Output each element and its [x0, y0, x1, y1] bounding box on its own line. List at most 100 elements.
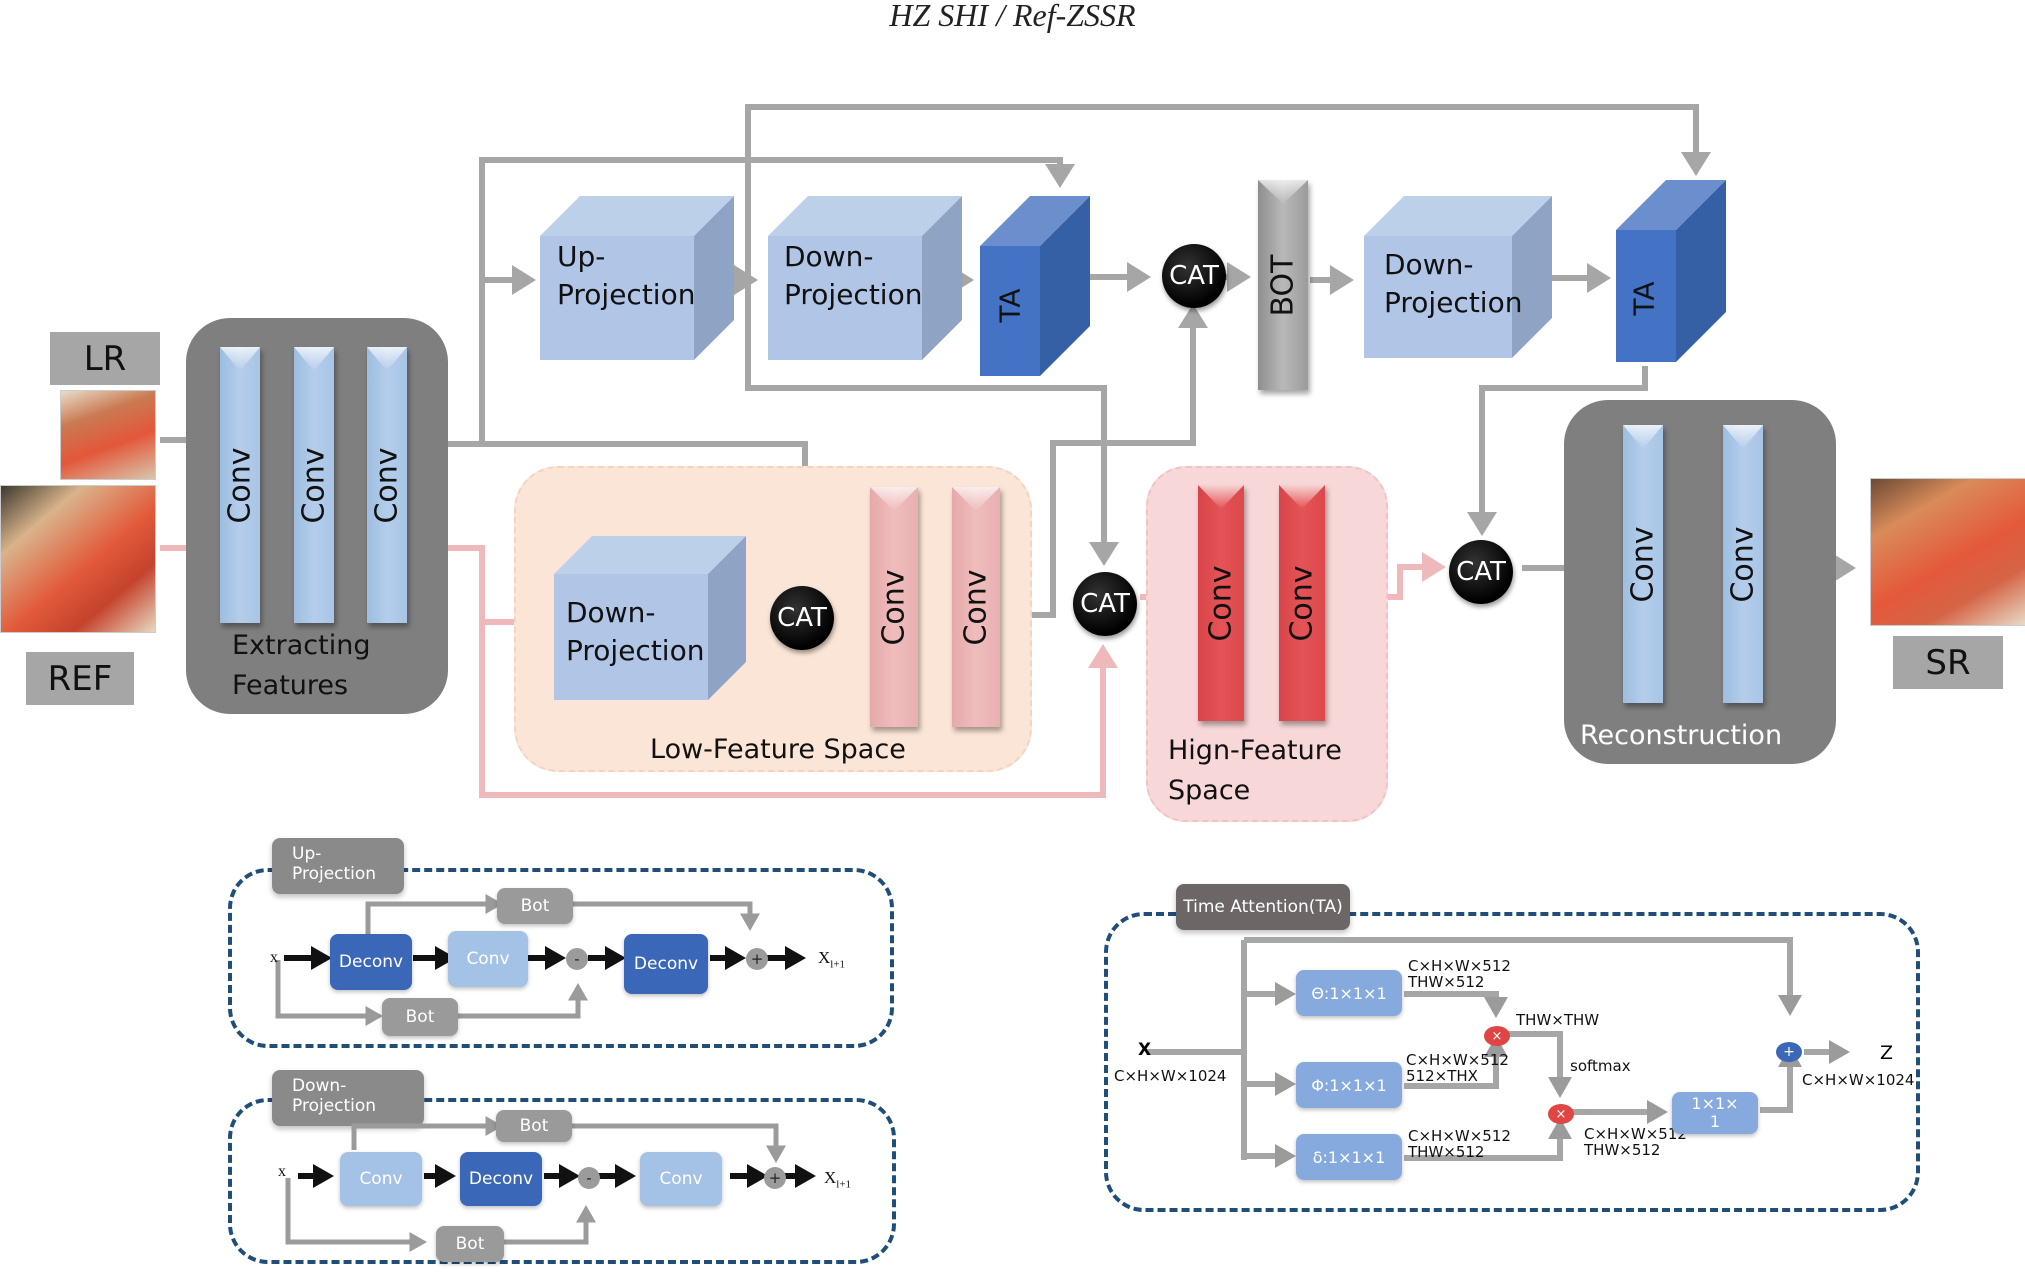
output-symbol: X	[818, 948, 831, 967]
conv-label: Conv	[369, 446, 405, 524]
up-conv: Conv	[448, 931, 528, 987]
up-projection-label: Up- Projection	[557, 238, 695, 314]
time-attention-tag: Time Attention(TA)	[1176, 884, 1350, 930]
conv-label: Conv	[296, 446, 332, 524]
up-input-x: x	[270, 949, 278, 966]
ta-block-1	[980, 196, 1090, 376]
down-conv-1: Conv	[340, 1152, 422, 1206]
ta-mult-op-2: ×	[1548, 1104, 1574, 1124]
down-conv-2: Conv	[640, 1152, 722, 1206]
dim-line: C×H×W×512	[1406, 1051, 1509, 1069]
output-symbol: X	[824, 1168, 837, 1187]
conv-label: Conv	[1725, 525, 1761, 603]
ta-thw-label: THW×THW	[1516, 1011, 1600, 1029]
lr-image	[60, 390, 156, 480]
down-projection-cube-2	[1364, 196, 1552, 358]
wire-lowconv-up	[1010, 304, 1208, 618]
up-deconv-1: Deconv	[330, 934, 412, 990]
bot-label: BOT	[1265, 254, 1301, 316]
wire-skip-top	[745, 104, 1711, 280]
up-projection-cube	[540, 196, 734, 360]
ta-mult-op-1: ×	[1484, 1026, 1510, 1046]
low-down-projection-label: Down- Projection	[566, 594, 704, 670]
high-feature-space-title: Hign-Feature Space	[1168, 731, 1342, 811]
ta-softmax-label: softmax	[1570, 1057, 1631, 1075]
down-deconv: Deconv	[460, 1152, 542, 1206]
tag-line: Up-	[292, 844, 322, 864]
lr-label: LR	[50, 332, 160, 385]
extracting-features-label: Extracting Features	[232, 626, 370, 706]
ta-theta-dims: C×H×W×512 THW×512	[1408, 958, 1511, 990]
ref-label: REF	[26, 652, 134, 705]
down-projection-detail-panel	[228, 1098, 896, 1264]
dim-line: C×H×W×512	[1408, 957, 1511, 975]
high-conv-1: Conv	[1198, 485, 1244, 721]
recon-conv-2: Conv	[1723, 425, 1763, 703]
sr-image	[1870, 478, 2025, 626]
conv-label: Conv	[958, 568, 994, 646]
dim-line: 512×THX	[1406, 1067, 1478, 1085]
cat-top-node: CAT	[1162, 244, 1226, 308]
ta-2-label-wrap: TA	[1624, 278, 1664, 318]
ta-input-x: X	[1138, 1040, 1152, 1060]
conv-line: 1×1×	[1691, 1094, 1739, 1113]
down-projection-1-label: Down- Projection	[784, 238, 922, 314]
ref-image	[0, 485, 156, 633]
down-projection-2-label: Down- Projection	[1384, 246, 1522, 322]
down-minus-op: -	[578, 1167, 600, 1189]
up-projection-wires	[275, 894, 806, 1026]
wire-skip-mid	[745, 280, 1119, 566]
extract-conv-1: Conv	[220, 347, 260, 623]
up-bot-bottom: Bot	[382, 998, 458, 1036]
cat-middle-node: CAT	[1073, 572, 1137, 636]
up-deconv-2: Deconv	[624, 934, 708, 994]
ta-add-op: +	[1776, 1042, 1802, 1062]
cat-recon-node: CAT	[1449, 540, 1513, 604]
ta-phi-node: Φ:1×1×1	[1296, 1062, 1402, 1108]
label-line: Projection	[566, 634, 705, 667]
conv-label: Conv	[876, 568, 912, 646]
up-projection-tag: Up- Projection	[272, 838, 404, 894]
tag-line: Down-	[292, 1076, 347, 1096]
up-minus-op: -	[566, 948, 588, 970]
wire-ta2-cat	[1467, 366, 1648, 536]
label-line: Up-	[557, 240, 606, 273]
dim-line: C×H×W×512	[1584, 1125, 1687, 1143]
label-line: Extracting	[232, 630, 371, 661]
down-bot-top: Bot	[496, 1110, 572, 1142]
conv-label: Conv	[1625, 525, 1661, 603]
up-bot-top: Bot	[497, 888, 573, 924]
label-line: Down-	[784, 240, 874, 273]
label-line: Hign-Feature	[1168, 735, 1342, 766]
low-down-projection-cube	[554, 536, 746, 700]
label-line: Projection	[784, 278, 923, 311]
ta-output-z: Z	[1880, 1042, 1894, 1064]
time-attention-wires	[1146, 937, 1850, 1168]
tag-line: Projection	[292, 1096, 377, 1116]
wire-ef-pink-out	[410, 545, 1118, 798]
ta-theta-node: Θ:1×1×1	[1296, 970, 1402, 1016]
conv-label: Conv	[1203, 564, 1239, 642]
ta-block-2	[1616, 180, 1726, 362]
dim-line: THW×512	[1408, 1143, 1485, 1161]
ta-delta-dims: C×H×W×512 THW×512	[1408, 1128, 1511, 1160]
down-projection-cube-1	[768, 196, 962, 360]
up-output-x: Xl+1	[818, 948, 845, 972]
label-line: Down-	[566, 596, 656, 629]
label-line: Space	[1168, 775, 1251, 806]
recon-conv-1: Conv	[1623, 425, 1663, 703]
ta-mult-dims: C×H×W×512 THW×512	[1584, 1126, 1687, 1158]
ta-delta-node: δ:1×1×1	[1296, 1134, 1402, 1180]
conv-line: 1	[1709, 1112, 1721, 1131]
ta-conv-node: 1×1× 1	[1672, 1092, 1758, 1134]
down-bot-bottom: Bot	[436, 1226, 504, 1262]
conv-label: Conv	[1284, 564, 1320, 642]
ta-input-dim: C×H×W×1024	[1114, 1067, 1227, 1085]
ta-1-label-wrap: TA	[990, 285, 1030, 325]
extract-conv-2: Conv	[294, 347, 334, 623]
high-feature-space-panel	[1146, 466, 1388, 822]
dim-line: THW×512	[1408, 973, 1485, 991]
output-subscript: l+1	[836, 1178, 852, 1191]
conv-label: Conv	[222, 446, 258, 524]
high-conv-2: Conv	[1279, 485, 1325, 721]
